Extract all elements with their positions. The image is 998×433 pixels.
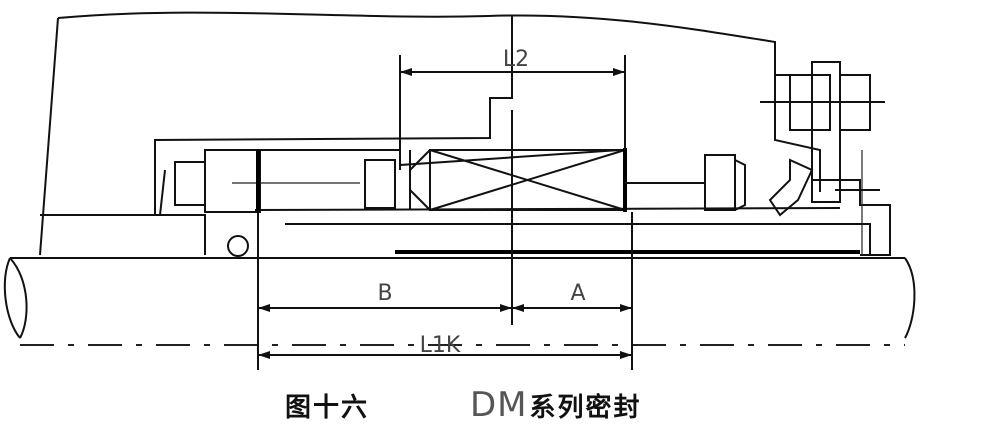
o-ring-left — [227, 235, 249, 257]
figure-number: 图十六 — [285, 392, 370, 423]
dimension-lines — [257, 55, 633, 370]
seal-housing — [39, 11, 821, 256]
shaft-sleeve — [254, 207, 871, 255]
dimension-label-b: B — [377, 281, 392, 306]
left-spring-seat — [174, 149, 621, 257]
model-name: DM — [470, 385, 528, 425]
dimension-label-l2: L2 — [503, 47, 529, 72]
dimension-label-a: A — [570, 281, 585, 306]
seal-face-assembly — [256, 148, 705, 212]
figure-title: DM 系列密封 — [470, 385, 642, 425]
gland-plate — [760, 61, 891, 256]
dimension-label-l1k: L1K — [420, 333, 461, 358]
right-spring — [704, 154, 746, 211]
series-name: 系列密封 — [529, 392, 642, 423]
shaft — [3, 257, 916, 346]
